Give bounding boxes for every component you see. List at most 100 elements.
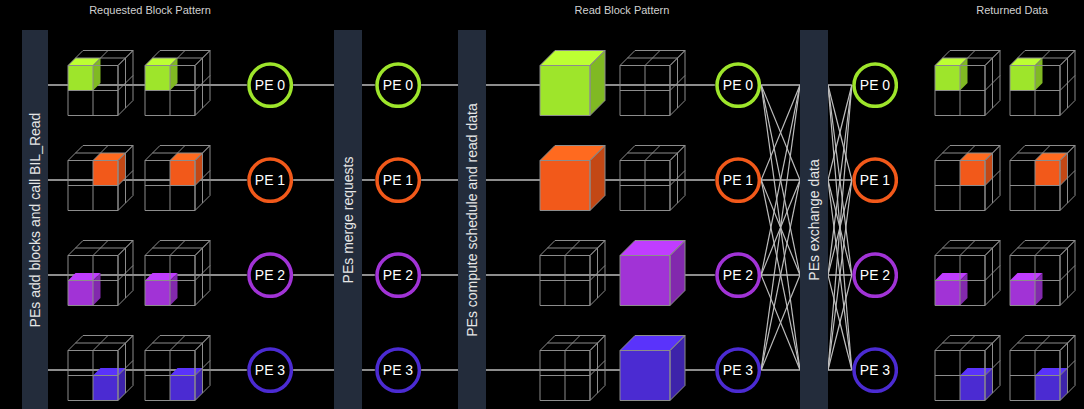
exchange-fan-line — [828, 180, 852, 370]
block-grid-line — [540, 375, 590, 376]
block-grid-line — [1075, 241, 1076, 291]
block-grid-line — [540, 280, 590, 281]
connector-line — [828, 84, 852, 86]
block-grid-line — [153, 153, 203, 154]
block-grid-line — [935, 185, 985, 186]
block-grid-line — [83, 240, 133, 241]
block-grid-line — [118, 256, 119, 306]
block-cube — [620, 241, 685, 306]
pe-label: PE 3 — [255, 362, 285, 378]
block-grid-line — [1025, 50, 1075, 51]
block-grid-line — [195, 161, 196, 211]
block-grid-line — [1060, 336, 1075, 351]
block-grid-line — [1060, 386, 1075, 401]
block-grid-line — [195, 336, 210, 351]
block-grid-line — [1060, 266, 1075, 281]
block-grid-line — [1060, 241, 1075, 256]
pe-ring — [854, 159, 896, 201]
step-band: PEs merge requests — [334, 30, 362, 409]
block-grid-line — [118, 146, 133, 161]
block-grid-line — [118, 101, 133, 116]
block-grid-line — [985, 241, 1000, 256]
block-grid-line — [1075, 51, 1076, 101]
block-grid-line — [590, 196, 605, 211]
block-grid-line — [670, 196, 685, 211]
block-front-face — [620, 256, 670, 306]
block-grid-line — [670, 171, 685, 186]
block-grid-line — [935, 90, 985, 91]
block-grid-line — [195, 66, 196, 116]
connector-line — [421, 179, 458, 181]
block-grid-line — [1018, 58, 1068, 59]
block-grid-line — [670, 161, 671, 211]
block-grid-line — [590, 51, 605, 66]
block-cube — [540, 146, 605, 211]
block-front-face — [93, 161, 118, 186]
step-label: PEs merge requests — [340, 156, 356, 283]
block-grid-line — [118, 351, 119, 401]
block-grid-line — [1025, 145, 1075, 146]
pe-circle: PE 1 — [375, 157, 421, 203]
block-grid-line — [133, 51, 134, 101]
block-grid-line — [620, 305, 670, 306]
block-grid-line — [76, 153, 126, 154]
block-grid-line — [1010, 400, 1060, 401]
exchange-fan-line — [761, 275, 800, 370]
block-grid-line — [540, 161, 541, 211]
connector-line — [362, 274, 375, 276]
block-grid-line — [195, 386, 210, 401]
connector-line — [293, 369, 334, 371]
block-grid-line — [685, 146, 686, 196]
block-grid-line — [590, 361, 605, 376]
pe-ring — [717, 349, 759, 391]
block-grid-line — [1060, 161, 1061, 211]
block-grid-line — [1010, 185, 1060, 186]
block-grid-line — [985, 101, 1000, 116]
block-grid-line — [628, 58, 678, 59]
block-grid-line — [670, 336, 685, 351]
block-grid-line — [985, 386, 1000, 401]
block-side-face — [590, 51, 605, 116]
block-grid-line — [670, 101, 685, 116]
block-grid-line — [670, 146, 685, 161]
block-grid-line — [985, 51, 1000, 66]
block-grid-line — [985, 351, 986, 401]
block-grid-line — [118, 171, 133, 186]
pe-label: PE 3 — [723, 362, 753, 378]
block-grid-line — [555, 145, 605, 146]
block-grid-line — [635, 335, 685, 336]
block-grid-line — [68, 280, 118, 281]
connector-line — [761, 84, 800, 86]
pe-ring — [249, 349, 291, 391]
block-grid-line — [160, 240, 210, 241]
block-grid-line — [160, 335, 210, 336]
block-grid-line — [620, 336, 635, 351]
block-grid-line — [943, 343, 993, 344]
pe-label: PE 1 — [255, 172, 285, 188]
block-grid-line — [950, 335, 1000, 336]
connector-line — [293, 179, 334, 181]
block-side-face — [985, 368, 993, 401]
block-grid-line — [1010, 90, 1060, 91]
block-grid-line — [210, 336, 211, 386]
pe-label: PE 2 — [723, 267, 753, 283]
pe-circle: PE 0 — [375, 62, 421, 108]
block-grid-line — [670, 386, 685, 401]
pe-ring — [377, 349, 419, 391]
block-grid-line — [605, 336, 606, 386]
block-grid-line — [1000, 51, 1001, 101]
block-grid-line — [935, 305, 985, 306]
block-grid-line — [118, 351, 119, 401]
block-grid-line — [985, 336, 1000, 351]
block-side-face — [170, 273, 178, 306]
block-grid-line — [540, 146, 555, 161]
block-grid-line — [145, 400, 195, 401]
block-side-face — [590, 146, 605, 211]
block-grid-line — [548, 248, 598, 249]
connector-line — [293, 84, 334, 86]
block-grid-line — [540, 210, 590, 211]
block-grid-line — [540, 115, 590, 116]
block-grid-line — [635, 50, 685, 51]
block-cube — [935, 336, 1000, 401]
